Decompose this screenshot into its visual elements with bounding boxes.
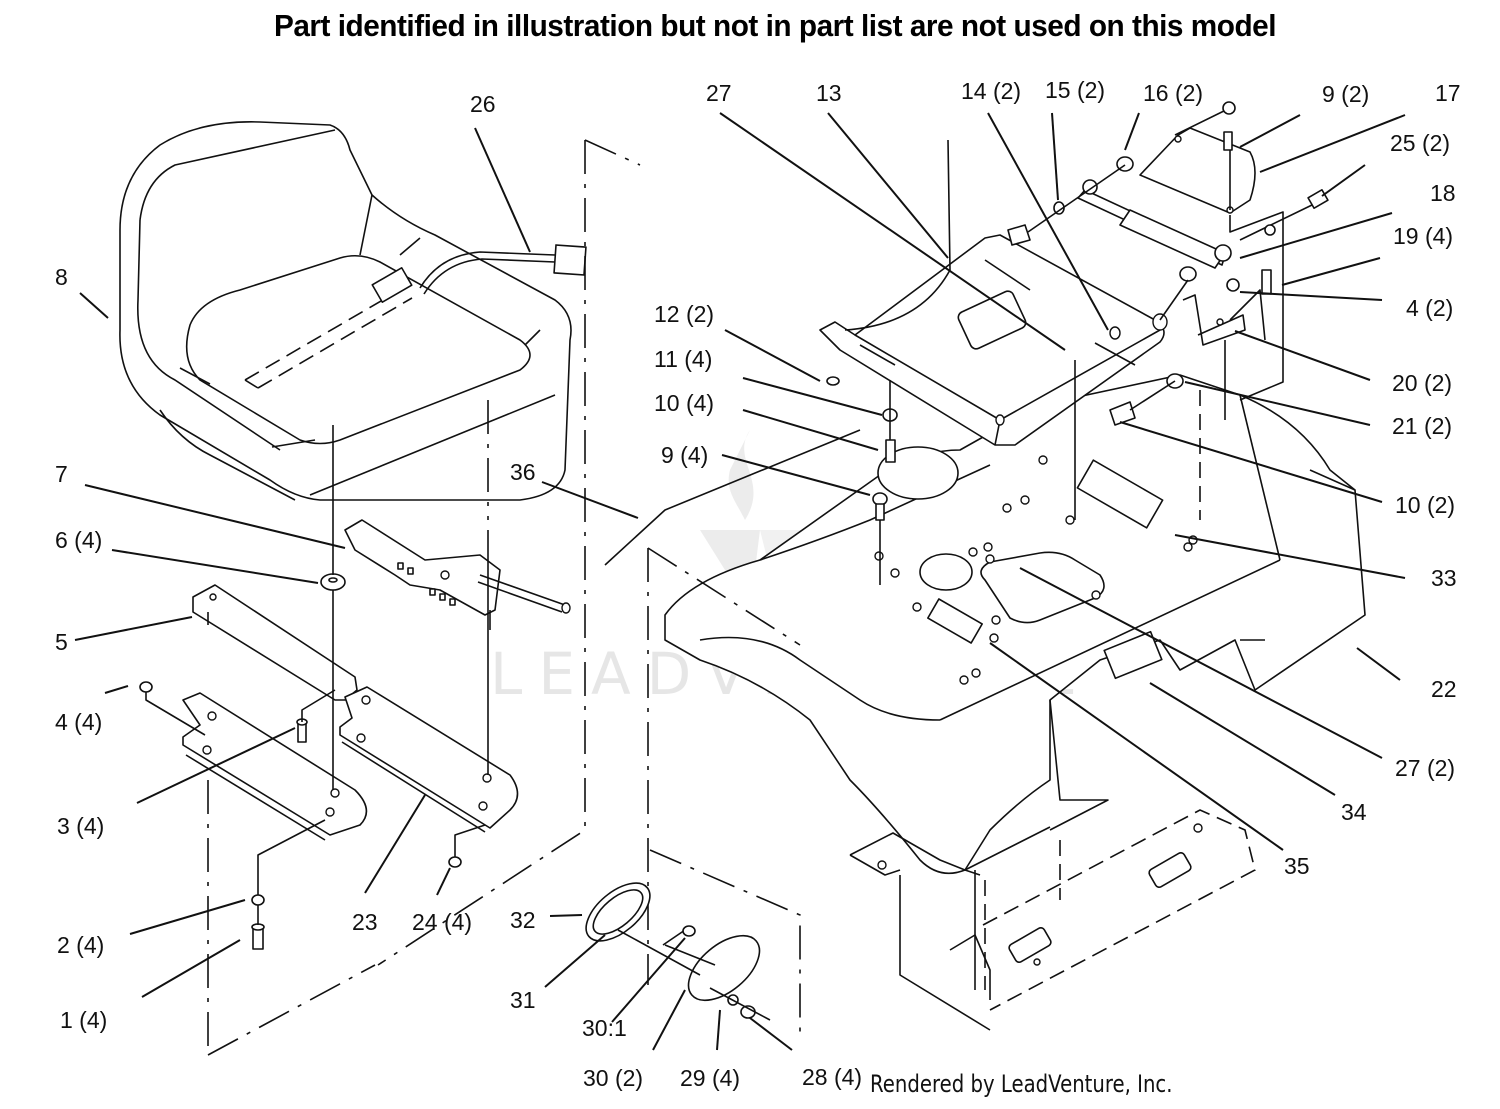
callout-36[interactable]: 36 (510, 459, 536, 485)
bolt-part-25[interactable] (1239, 189, 1329, 241)
callout-33[interactable]: 33 (1431, 565, 1457, 591)
callout-1[interactable]: 1 (4) (60, 1007, 107, 1033)
nut-part-4-right[interactable] (1226, 278, 1240, 292)
fender-mount-bracket[interactable] (849, 809, 1256, 1031)
bolt-part-9-top[interactable] (1223, 131, 1233, 151)
diagram-title: Part identified in illustration but not … (273, 8, 1277, 43)
callout-17[interactable]: 17 (1435, 80, 1461, 106)
callout-24[interactable]: 24 (4) (412, 909, 472, 935)
callout-10-right[interactable]: 10 (2) (1395, 492, 1455, 518)
callout-10-left[interactable]: 10 (4) (654, 390, 714, 416)
bolt-part-3[interactable] (296, 689, 336, 743)
washer-part-19[interactable] (1264, 224, 1276, 236)
bolt-part-9-left[interactable] (872, 492, 888, 585)
callout-8[interactable]: 8 (55, 264, 68, 290)
washer-part-6[interactable] (320, 425, 346, 591)
callout-9-left[interactable]: 9 (4) (661, 442, 708, 468)
nut-part-24[interactable] (448, 824, 486, 868)
mount-plate-part-13[interactable] (819, 234, 1168, 446)
callout-14[interactable]: 14 (2) (961, 78, 1021, 104)
callout-12[interactable]: 12 (2) (654, 301, 714, 327)
callout-22[interactable]: 22 (1431, 676, 1457, 702)
screw-part-30-1[interactable] (682, 925, 696, 937)
callout-26[interactable]: 26 (470, 91, 496, 117)
callout-6[interactable]: 6 (4) (55, 527, 102, 553)
callout-19[interactable]: 19 (4) (1393, 223, 1453, 249)
bolt-part-4-right[interactable] (1261, 269, 1272, 295)
callout-3[interactable]: 3 (4) (57, 813, 104, 839)
callout-30[interactable]: 30 (2) (583, 1065, 643, 1091)
callout-5[interactable]: 5 (55, 629, 68, 655)
bolt-part-1[interactable] (251, 905, 265, 950)
nut-part-9-top[interactable] (1222, 101, 1236, 115)
bolt-part-10-left[interactable] (885, 380, 896, 463)
callout-31[interactable]: 31 (510, 987, 536, 1013)
callout-30-1[interactable]: 30:1 (582, 1015, 627, 1041)
bolt-part-10-right[interactable] (1109, 380, 1176, 426)
callout-28[interactable]: 28 (4) (802, 1064, 862, 1090)
reflector-ring-part-32[interactable] (576, 872, 660, 951)
callout-2[interactable]: 2 (4) (57, 932, 104, 958)
callout-16[interactable]: 16 (2) (1143, 80, 1203, 106)
callout-25[interactable]: 25 (2) (1390, 130, 1450, 156)
spacer-part-19[interactable] (1159, 266, 1197, 321)
callout-27-bottom[interactable]: 27 (2) (1395, 755, 1455, 781)
callout-15[interactable]: 15 (2) (1045, 77, 1105, 103)
nut-part-28[interactable] (709, 987, 771, 1021)
seat-part-8[interactable] (119, 121, 587, 501)
callout-32[interactable]: 32 (510, 907, 536, 933)
angle-bracket-part-20[interactable] (1182, 289, 1266, 346)
callout-27-top[interactable]: 27 (706, 80, 732, 106)
callout-23[interactable]: 23 (352, 909, 378, 935)
callout-11[interactable]: 11 (4) (654, 346, 712, 372)
slide-rail-left-part-23[interactable] (182, 692, 368, 841)
seat-bracket-part-7[interactable] (344, 519, 571, 630)
callout-20[interactable]: 20 (2) (1392, 370, 1452, 396)
rendered-by-footer: Rendered by LeadVenture, Inc. (870, 1070, 1173, 1098)
fender-part-22[interactable] (664, 374, 1366, 876)
washer-part-12[interactable] (826, 376, 840, 386)
callout-labels: 8 26 7 6 (4) 5 4 (4) 3 (4) 2 (4) 1 (4) 2… (55, 77, 1461, 1091)
bolt-part-14[interactable] (1007, 164, 1126, 246)
callout-9-top[interactable]: 9 (2) (1322, 81, 1369, 107)
callout-34[interactable]: 34 (1341, 799, 1367, 825)
callout-4-right[interactable]: 4 (2) (1406, 295, 1453, 321)
nut-part-4[interactable] (139, 681, 206, 736)
callout-4-left[interactable]: 4 (4) (55, 709, 102, 735)
callout-29[interactable]: 29 (4) (680, 1065, 740, 1091)
slide-rail-right-part-23[interactable] (339, 686, 519, 833)
callout-35[interactable]: 35 (1284, 853, 1310, 879)
callout-18[interactable]: 18 (1430, 180, 1456, 206)
leader-lines (74, 112, 1406, 1051)
reflector-mount-part-30[interactable] (617, 923, 771, 1012)
callout-21[interactable]: 21 (2) (1392, 413, 1452, 439)
callout-7[interactable]: 7 (55, 461, 68, 487)
callout-13[interactable]: 13 (816, 80, 842, 106)
